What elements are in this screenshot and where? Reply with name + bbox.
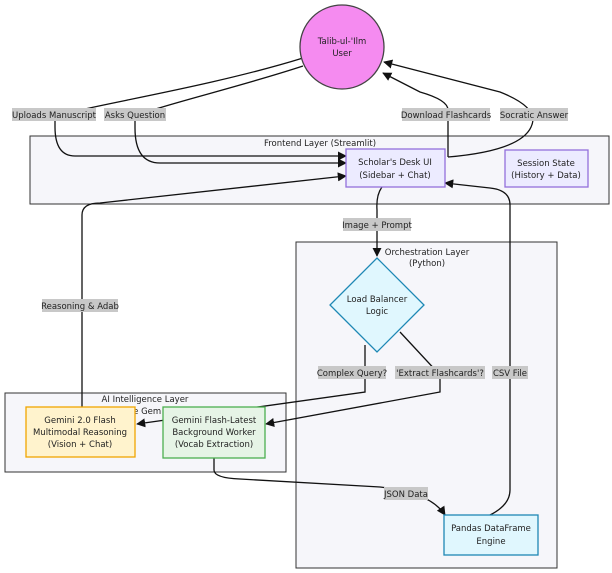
session-state-title: Session State xyxy=(517,159,575,169)
edge-json-data xyxy=(213,458,446,516)
load-balancer-title: Load Balancer xyxy=(347,295,408,305)
pandas-engine-subtitle: Engine xyxy=(476,537,505,547)
gemini-latest-detail: (Vocab Extraction) xyxy=(175,440,253,450)
session-state-node: Session State (History + Data) xyxy=(504,149,589,188)
gemini-latest-role: Background Worker xyxy=(172,428,256,438)
user-node-title: Talib-ul-'Ilm xyxy=(317,37,366,47)
load-balancer-node: Load Balancer Logic xyxy=(329,257,425,353)
label-json-data: JSON Data xyxy=(383,487,428,500)
user-node-role: User xyxy=(332,49,352,59)
label-image-prompt: Image + Prompt xyxy=(342,218,412,231)
label-download-flashcards: Download Flashcards xyxy=(401,108,492,121)
edge-reasoning-adab xyxy=(81,172,347,407)
edge-image-prompt xyxy=(372,186,383,257)
svg-text:Reasoning & Adab: Reasoning & Adab xyxy=(41,302,119,312)
svg-text:JSON Data: JSON Data xyxy=(383,490,428,500)
user-node: Talib-ul-'Ilm User xyxy=(299,4,385,90)
gemini-latest-node: Gemini Flash-Latest Background Worker (V… xyxy=(162,406,266,459)
pandas-engine-title: Pandas DataFrame xyxy=(451,524,531,534)
scholar-desk-title: Scholar's Desk UI xyxy=(358,158,432,168)
gemini-latest-title: Gemini Flash-Latest xyxy=(172,416,257,426)
orchestration-layer-subtitle: (Python) xyxy=(409,259,445,269)
label-csv-file: CSV File xyxy=(492,366,528,379)
edge-csv-file xyxy=(444,179,511,516)
pandas-engine-node: Pandas DataFrame Engine xyxy=(443,514,539,556)
svg-text:CSV File: CSV File xyxy=(493,369,527,379)
svg-text:Complex Query?: Complex Query? xyxy=(317,369,387,379)
edge-extract-flashcards xyxy=(265,331,441,427)
label-socratic-answer: Socratic Answer xyxy=(500,108,569,121)
session-state-subtitle: (History + Data) xyxy=(511,171,581,181)
label-asks-question: Asks Question xyxy=(104,108,166,121)
load-balancer-subtitle: Logic xyxy=(366,307,389,317)
gemini-flash-title: Gemini 2.0 Flash xyxy=(44,416,115,426)
svg-text:Download Flashcards: Download Flashcards xyxy=(401,111,492,121)
svg-text:Image + Prompt: Image + Prompt xyxy=(342,221,412,231)
ai-layer-title: AI Intelligence Layer xyxy=(102,395,189,405)
label-reasoning-adab: Reasoning & Adab xyxy=(41,299,119,312)
edge-labels: Uploads Manuscript Asks Question Downloa… xyxy=(12,108,569,500)
label-complex-query: Complex Query? xyxy=(317,366,387,379)
label-uploads-manuscript: Uploads Manuscript xyxy=(12,108,97,121)
label-extract-flashcards: 'Extract Flashcards'? xyxy=(395,366,485,379)
frontend-layer-title: Frontend Layer (Streamlit) xyxy=(264,139,376,149)
gemini-flash-detail: (Vision + Chat) xyxy=(48,440,112,450)
svg-text:Socratic Answer: Socratic Answer xyxy=(500,111,569,121)
ai-layer-subtitle-fragment: le Gem xyxy=(131,407,161,417)
gemini-flash-node: Gemini 2.0 Flash Multimodal Reasoning (V… xyxy=(25,406,136,458)
orchestration-layer-title: Orchestration Layer xyxy=(385,248,470,258)
scholar-desk-node: Scholar's Desk UI (Sidebar + Chat) xyxy=(345,148,446,188)
svg-text:Asks Question: Asks Question xyxy=(105,111,165,121)
svg-text:'Extract Flashcards'?: 'Extract Flashcards'? xyxy=(396,369,484,379)
scholar-desk-subtitle: (Sidebar + Chat) xyxy=(359,171,431,181)
gemini-flash-role: Multimodal Reasoning xyxy=(33,428,127,438)
svg-text:Uploads Manuscript: Uploads Manuscript xyxy=(12,111,97,121)
